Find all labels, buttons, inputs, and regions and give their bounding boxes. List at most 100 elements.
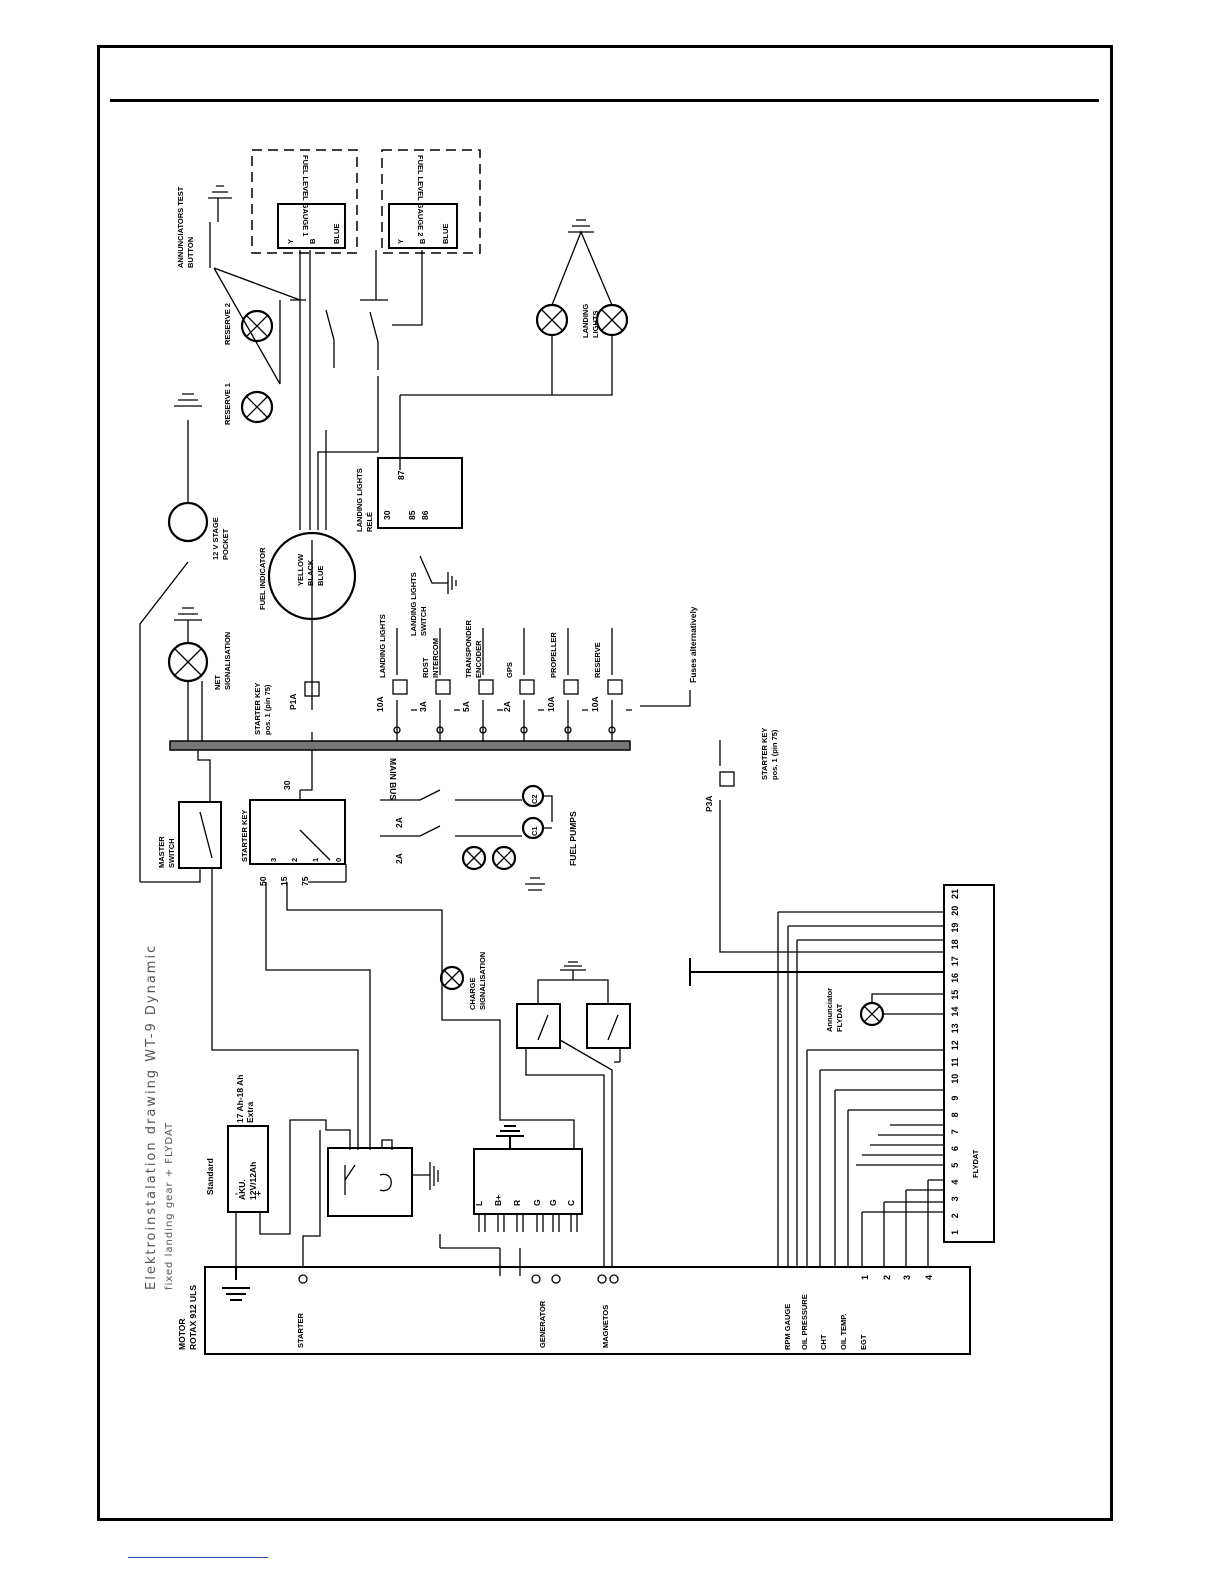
net-signal-line2: SIGNALISATION: [223, 632, 232, 690]
power-pocket-icon: [167, 501, 209, 543]
fuel-gauge-2-label: FUEL LEVEL GAUGE 2: [416, 155, 425, 236]
charge-signal-line1: CHARGE: [468, 977, 477, 1010]
relay-pin-30: 30: [382, 510, 392, 520]
landing-switch-label: LANDING LIGHTS SWITCH: [409, 570, 428, 636]
flydat-pin-14-line: 14: [950, 1007, 960, 1017]
battery-standard-label: Standard: [205, 1158, 215, 1195]
annunciator-button-icon[interactable]: [208, 185, 232, 268]
egt-number-2: 2: [882, 1275, 892, 1280]
starter-key-switch[interactable]: [249, 799, 346, 865]
charge-signal-line2: SIGNALISATION: [478, 952, 487, 1010]
flydat-pin-8: 8: [950, 1112, 960, 1117]
regulator-terminal-4: G: [532, 1199, 542, 1206]
flydat-pin-5-line: 5: [950, 1163, 960, 1168]
fuse-wire: [396, 628, 417, 741]
charge-lamp-cross: [443, 969, 461, 987]
drawing-title: Elektroinstalation drawing WT-9 Dynamic: [144, 944, 159, 1290]
regulator-terminal-lead: [570, 1214, 578, 1232]
flydat-pin-7: 7: [950, 1129, 960, 1134]
flydat-pin-12: 12: [950, 1040, 960, 1050]
engine-terminal-6: CHT: [819, 1334, 828, 1350]
engine-terminal-5-line: OIL PRESSURE: [800, 1294, 809, 1350]
regulator-terminal-3: R: [512, 1200, 522, 1206]
starter-key-ref-1a: STARTER KEY: [253, 683, 262, 735]
starter-key-terminal-2: 75: [300, 876, 310, 886]
regulator-terminal-4-line: G: [532, 1199, 542, 1206]
reserve-1-label: RESERVE 1: [223, 383, 232, 425]
relay-pin-30-line: 30: [382, 510, 392, 520]
relay-pin-86: 86: [420, 510, 430, 520]
starter-key-ref-2a: STARTER KEY: [760, 728, 769, 780]
flydat-pin-15: 15: [950, 990, 960, 1000]
fuse-rating-4-line: 2A: [502, 701, 512, 712]
fuse-label-1-line: LANDING LIGHTS: [378, 614, 387, 678]
reserve-lamp-crosses: [246, 315, 268, 418]
starter-relay-internals: [344, 1162, 439, 1195]
flydat-pin-6-line: 6: [950, 1146, 960, 1151]
flydat-label: FLYDAT: [971, 1149, 980, 1178]
fuse-label-3: TRANSPONDERENCODER: [464, 619, 483, 678]
flydat-pin-2-line: 2: [950, 1213, 960, 1218]
fuse-label-6: RESERVE: [593, 642, 602, 678]
starter-key-pos-1-line: 2: [290, 858, 299, 862]
magneto-switch-1[interactable]: [516, 1003, 561, 1049]
generator-terminal-2: [551, 1274, 561, 1284]
flydat-pin-5: 5: [950, 1163, 960, 1168]
master-switch[interactable]: [178, 801, 222, 869]
flydat-ground-icon: [689, 958, 945, 986]
engine-terminal-8-line: EGT: [859, 1334, 868, 1350]
egt-number-1-line: 1: [860, 1275, 870, 1280]
header-rule: [110, 99, 1099, 102]
net-signal-line1: NET: [213, 675, 222, 690]
starter-key-ref-1: STARTER KEY pos. 1 (pin 75): [253, 681, 272, 735]
fuses-pointer: [640, 690, 691, 707]
fuel-gauge-1-outline: [251, 149, 358, 254]
flydat-pin-9: 9: [950, 1096, 960, 1101]
battery-extra-line2: Extra: [245, 1101, 255, 1123]
starter-key-ref-1b: pos. 1 (pin 75): [263, 684, 272, 735]
engine-terminal-1-line: STARTER: [296, 1313, 305, 1348]
p3a-label: P3A: [704, 795, 714, 812]
gauge-1-pin-1: Y: [286, 239, 295, 244]
fuses-alternatively-label: Fuses alternatively: [688, 606, 698, 683]
fuel-pump-c2-label: C2: [530, 794, 539, 804]
p3a-fuse: [719, 771, 735, 787]
starter-key-terminal-3: 30: [282, 780, 292, 790]
fuse-rating-6-line: 10A: [590, 696, 600, 712]
fuel-indicator-label: FUEL INDICATOR: [258, 547, 267, 610]
gauge-1-pin-2: B: [308, 238, 317, 244]
flydat-pin-4: 4: [950, 1180, 960, 1185]
fuse-body: [563, 679, 579, 695]
battery-line1: AKU.: [237, 1179, 247, 1200]
magneto-switch-2[interactable]: [586, 1003, 631, 1049]
annunciator-flydat-line2: FLYDAT: [835, 1003, 844, 1032]
master-switch-line2: SWITCH: [167, 838, 176, 868]
starter-key-terminal-0-line: 50: [258, 876, 268, 886]
egt-number-4: 4: [924, 1275, 934, 1280]
fuse-label-6-line: RESERVE: [593, 642, 602, 678]
flydat-pin-1: 1: [950, 1230, 960, 1235]
landing-lights-wiring: [399, 219, 623, 470]
engine-terminal-7-line: OIL TEMP.: [839, 1314, 848, 1350]
starter-relay-box: [327, 1147, 413, 1217]
fuel-pumps-label: FUEL PUMPS: [568, 811, 578, 866]
footer-link-underline[interactable]: [128, 1557, 268, 1558]
battery-extra-label: 17 Ah-18 Ah Extra: [235, 1072, 255, 1123]
gauge-2-pin-1-line: Y: [396, 239, 405, 244]
fuel-indicator-wire-1: YELLOW: [296, 553, 305, 586]
flydat-pin-11-line: 11: [950, 1057, 960, 1067]
fuse-label-4-line: GPS: [505, 662, 514, 678]
engine-terminal-7: OIL TEMP.: [839, 1314, 848, 1350]
regulator-terminal-6: C: [566, 1200, 576, 1206]
fuel-gauge-1-box: [277, 203, 346, 249]
fuse-rating-2: 3A: [418, 701, 428, 712]
engine-terminal-8: EGT: [859, 1334, 868, 1350]
fuse-label-2: RDSTINTERCOM: [421, 638, 440, 678]
flydat-pin-3-line: 3: [950, 1196, 960, 1201]
fuse-wire: [611, 628, 632, 741]
landing-switch-contact[interactable]: [419, 555, 457, 594]
